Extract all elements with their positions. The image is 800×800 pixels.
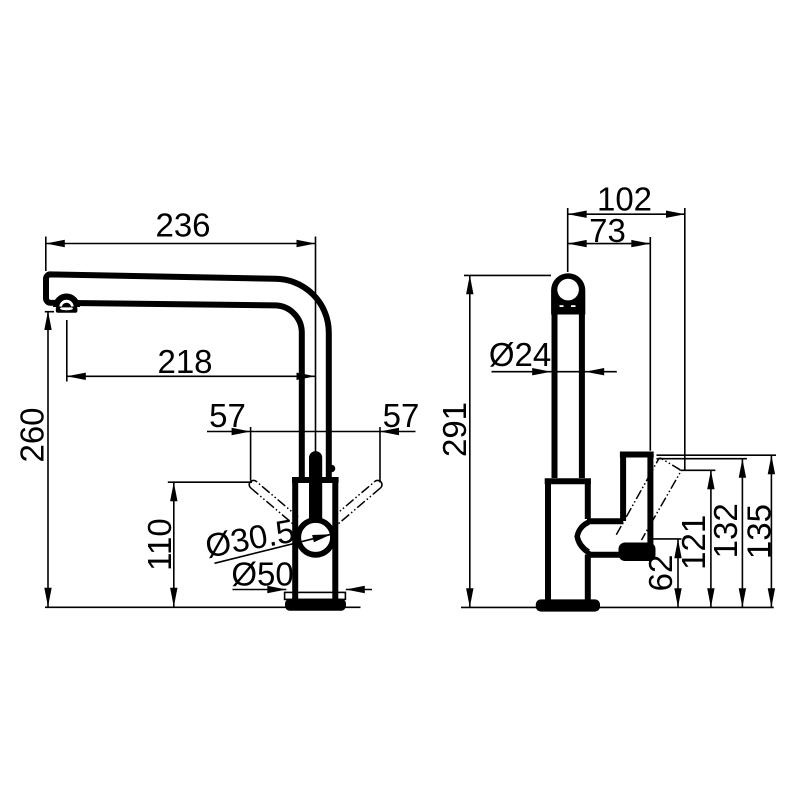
svg-text:57: 57: [209, 397, 246, 434]
svg-text:62: 62: [642, 555, 679, 592]
svg-text:260: 260: [14, 407, 51, 462]
svg-text:236: 236: [155, 207, 210, 244]
svg-text:73: 73: [589, 212, 626, 249]
svg-text:135: 135: [740, 504, 777, 559]
svg-text:57: 57: [383, 397, 420, 434]
svg-text:291: 291: [436, 402, 473, 457]
svg-text:218: 218: [157, 343, 212, 380]
svg-text:102: 102: [597, 180, 652, 217]
svg-text:Ø50: Ø50: [231, 555, 293, 592]
svg-text:110: 110: [141, 518, 178, 571]
svg-text:132: 132: [707, 503, 744, 558]
svg-text:121: 121: [675, 515, 712, 570]
svg-text:Ø24: Ø24: [489, 336, 551, 373]
